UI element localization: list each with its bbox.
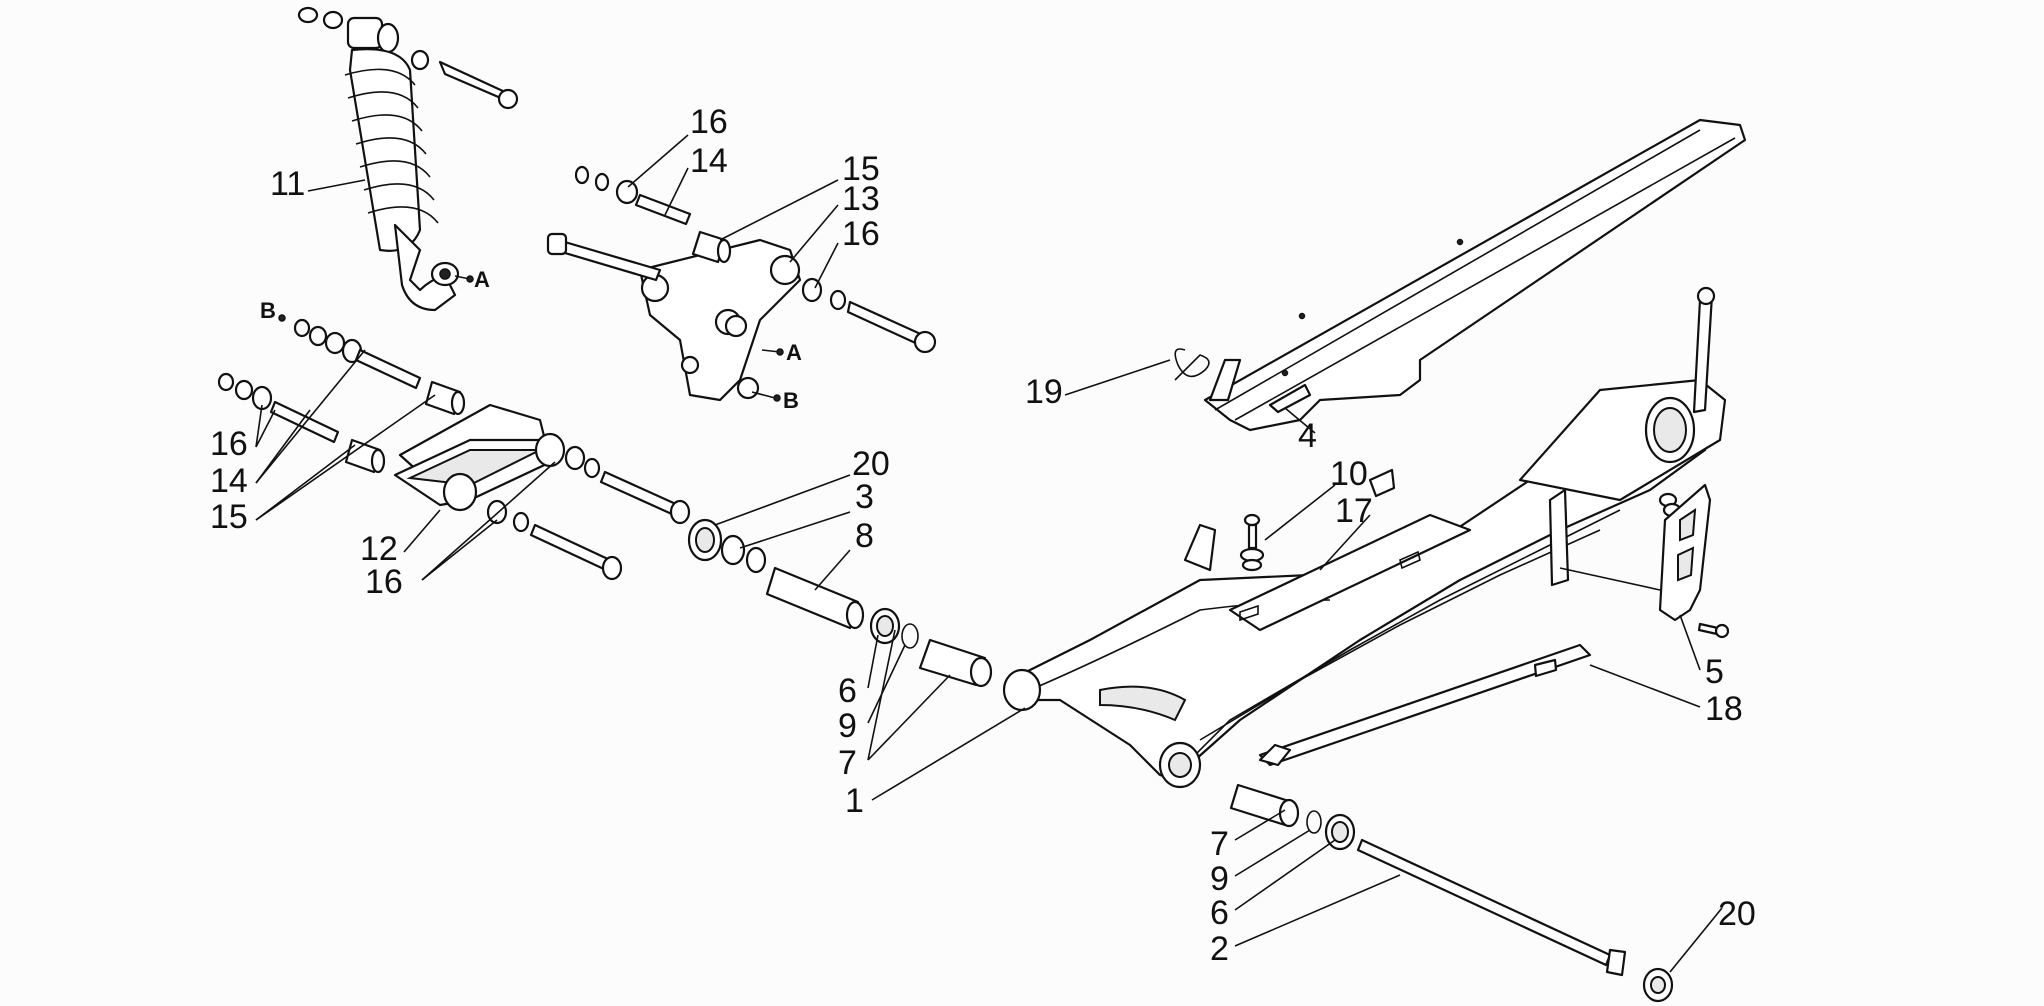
callout-18: 18	[1705, 690, 1743, 728]
callout-15-top: 15	[842, 150, 880, 188]
callout-7-pivot: 7	[838, 744, 857, 782]
sprocket-cover	[1658, 483, 1730, 639]
callout-16-top: 16	[690, 103, 728, 141]
callout-20-pivot: 20	[852, 445, 890, 483]
chain-guide-plate	[1228, 513, 1472, 632]
callout-6-pivot: 6	[838, 672, 857, 710]
callout-20-axle: 20	[1718, 895, 1756, 933]
callout-12: 12	[360, 530, 398, 568]
callout-17: 17	[1335, 492, 1373, 530]
chain-slider	[1258, 643, 1592, 767]
pivot-axle	[1229, 783, 1674, 1003]
callout-14-left: 14	[210, 462, 248, 500]
callout-9-pivot: 9	[838, 707, 857, 745]
chain-guard	[1203, 118, 1747, 432]
linkage-assembly: B	[217, 298, 691, 581]
callout-8: 8	[855, 517, 874, 555]
marker-b-link: B	[260, 298, 276, 323]
leader-lines	[255, 134, 1723, 973]
callout-7-axle: 7	[1210, 825, 1229, 863]
shock-absorber: A	[297, 6, 519, 312]
callout-4: 4	[1298, 417, 1317, 455]
callout-14-top: 14	[690, 142, 728, 180]
callout-10: 10	[1330, 455, 1368, 493]
callout-13: 13	[842, 180, 880, 218]
callout-11: 11	[270, 165, 305, 203]
spring-clip	[1174, 348, 1210, 381]
callout-labels: 11 16 14 15 13 16 16 14 15 12 16 20 3 8 …	[210, 103, 1756, 968]
marker-b-rocker: B	[783, 388, 799, 413]
callout-9-axle: 9	[1210, 860, 1229, 898]
pivot-bearing-stack	[687, 518, 993, 688]
callout-19: 19	[1025, 373, 1063, 411]
callout-3: 3	[855, 478, 874, 516]
callout-16-bottom: 16	[365, 563, 403, 601]
callout-5: 5	[1705, 653, 1724, 691]
callout-6-axle: 6	[1210, 894, 1229, 932]
callout-1: 1	[845, 782, 864, 820]
swingarm	[1002, 286, 1727, 789]
marker-a-rocker: A	[786, 340, 802, 365]
callout-15-left: 15	[210, 498, 248, 536]
callout-2: 2	[1210, 930, 1229, 968]
rocker-plate: A B	[546, 165, 937, 413]
callout-16-right: 16	[842, 215, 880, 253]
marker-a-shock: A	[474, 267, 490, 292]
callout-16-left: 16	[210, 425, 248, 463]
